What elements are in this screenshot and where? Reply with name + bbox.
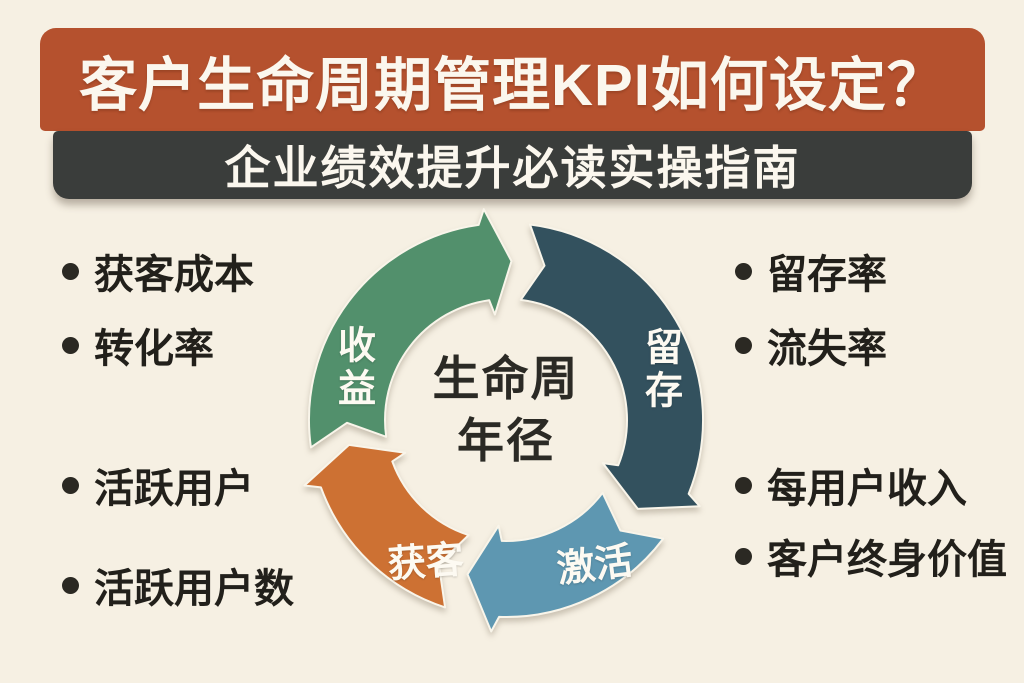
bullet-dot xyxy=(62,336,79,354)
cycle-center-label: 生命周 年径 xyxy=(433,348,580,472)
bullet-dot xyxy=(735,262,752,280)
segment-retention-arrow xyxy=(519,223,704,510)
segment-label-acquisition: 获客 xyxy=(386,539,466,587)
kpi-list-retention: 留存率 流失率 xyxy=(735,242,887,374)
segment-activation-arrow xyxy=(466,491,665,633)
kpi-item-label: 客户终身价值 xyxy=(767,538,1007,582)
bullet-dot xyxy=(735,547,752,565)
subtitle-banner: 企业绩效提升必读实操指南 xyxy=(53,131,972,199)
cycle-ring xyxy=(303,208,704,633)
bullet-dot xyxy=(62,262,79,280)
kpi-item: 留存率 xyxy=(735,242,887,300)
bullet-dot xyxy=(735,336,752,354)
kpi-item-label: 流失率 xyxy=(767,327,887,371)
kpi-list-revenue: 每用户收入 客户终身价值 xyxy=(735,456,1007,585)
lifecycle-cycle-diagram: 收益 留存 激活 获客 生命周 年径 xyxy=(296,208,716,633)
bullet-dot xyxy=(735,476,752,494)
kpi-item: 活跃用户 xyxy=(62,456,294,514)
title-banner: 客户生命周期管理KPI如何设定？ xyxy=(40,28,985,131)
cycle-center-line2: 年径 xyxy=(457,414,555,467)
bullet-dot xyxy=(62,576,79,594)
segment-revenue-arrow xyxy=(308,208,513,449)
kpi-list-acquisition: 获客成本 转化率 xyxy=(62,242,254,374)
poster-title: 客户生命周期管理KPI如何设定？ xyxy=(79,52,946,118)
kpi-item: 客户终身价值 xyxy=(735,527,1007,585)
bullet-dot xyxy=(62,476,79,494)
kpi-item-label: 每用户收入 xyxy=(767,467,967,511)
kpi-item-label: 活跃用户 xyxy=(94,467,254,511)
kpi-item: 获客成本 xyxy=(62,242,254,300)
segment-label-revenue: 收益 xyxy=(337,325,376,410)
kpi-item: 活跃用户数 xyxy=(62,556,294,614)
kpi-list-active-users: 活跃用户 活跃用户数 xyxy=(62,456,294,614)
poster-subtitle: 企业绩效提升必读实操指南 xyxy=(224,142,801,194)
segment-label-retention: 留存 xyxy=(644,327,683,412)
segment-acquisition-arrow xyxy=(303,443,470,609)
kpi-item-label: 留存率 xyxy=(767,253,887,297)
kpi-item-label: 活跃用户数 xyxy=(94,567,294,611)
kpi-item: 每用户收入 xyxy=(735,456,1007,514)
kpi-item-label: 获客成本 xyxy=(94,253,254,297)
kpi-item: 转化率 xyxy=(62,316,254,374)
cycle-center-line1: 生命周 xyxy=(432,351,580,405)
kpi-item: 流失率 xyxy=(735,316,887,374)
kpi-item-label: 转化率 xyxy=(94,327,214,371)
